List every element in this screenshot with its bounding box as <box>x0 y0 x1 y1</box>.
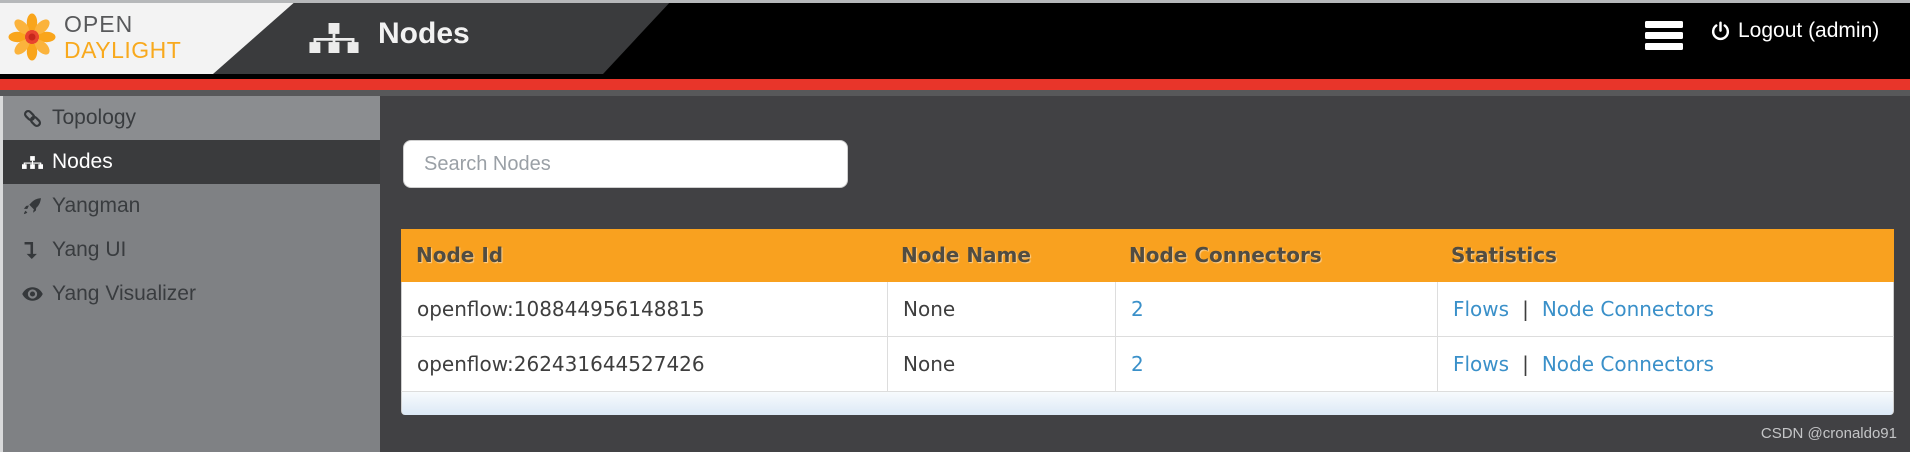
sidebar-item-label: Yangman <box>52 194 141 217</box>
table-row: openflow:262431644527426 None 2 Flows | … <box>401 337 1894 392</box>
rocket-icon <box>22 196 43 217</box>
cell-node-id: openflow:262431644527426 <box>417 352 705 376</box>
table-header-row: Node Id Node Name Node Connectors Statis… <box>401 229 1894 282</box>
page-title: Nodes <box>378 17 470 50</box>
sidebar-nav: Topology Nodes <box>0 96 380 452</box>
red-accent-stripe <box>0 79 1910 90</box>
cell-statistics: Flows | Node Connectors <box>1437 337 1895 391</box>
node-connectors-count-link[interactable]: 2 <box>1131 297 1144 321</box>
opendaylight-logo-text: OPEN DAYLIGHT <box>64 13 181 62</box>
cell-statistics: Flows | Node Connectors <box>1437 282 1895 336</box>
cell-node-name: None <box>887 282 1115 336</box>
column-header-node-connectors: Node Connectors <box>1129 243 1322 267</box>
sidebar-item-yang-ui[interactable]: Yang UI <box>0 228 380 272</box>
node-connectors-count-link[interactable]: 2 <box>1131 352 1144 376</box>
column-header-node-name: Node Name <box>901 243 1031 267</box>
search-input[interactable] <box>403 140 848 188</box>
left-edge-strip <box>0 96 3 452</box>
window-top-edge <box>0 0 1910 3</box>
level-down-icon <box>22 240 43 261</box>
sidebar-item-topology[interactable]: Topology <box>0 96 380 140</box>
header-shadow-strip <box>0 90 1910 96</box>
nodes-table: Node Id Node Name Node Connectors Statis… <box>401 229 1894 415</box>
logo-daylight-label: DAYLIGHT <box>64 37 182 63</box>
column-header-node-id: Node Id <box>416 243 504 267</box>
statistics-separator: | <box>1522 352 1529 376</box>
table-footer-band <box>401 392 1894 415</box>
sidebar-item-label: Yang UI <box>52 238 127 261</box>
sidebar-item-yang-visualizer[interactable]: Yang Visualizer <box>0 272 380 316</box>
sitemap-icon <box>309 23 359 53</box>
watermark-text: CSDN @cronaldo91 <box>1760 425 1897 442</box>
logout-button[interactable]: Logout (admin) <box>1710 19 1879 43</box>
hamburger-icon <box>1645 21 1683 28</box>
flows-link[interactable]: Flows <box>1453 297 1510 321</box>
cell-node-name: None <box>887 337 1115 391</box>
power-icon <box>1711 21 1730 40</box>
flows-link[interactable]: Flows <box>1453 352 1510 376</box>
column-header-statistics: Statistics <box>1451 243 1557 267</box>
logo-open-label: OPEN <box>64 11 134 37</box>
top-header: OPEN DAYLIGHT Nodes Logout (a <box>0 0 1910 79</box>
sidebar-item-label: Nodes <box>52 150 113 173</box>
sidebar-item-yangman[interactable]: Yangman <box>0 184 380 228</box>
link-icon <box>22 108 43 129</box>
sidebar-item-label: Topology <box>52 106 137 129</box>
opendaylight-logo-icon <box>8 13 56 61</box>
logout-label: Logout (admin) <box>1738 19 1880 42</box>
node-connectors-link[interactable]: Node Connectors <box>1541 297 1714 321</box>
sidebar-item-nodes[interactable]: Nodes <box>0 140 380 184</box>
sidebar-item-label: Yang Visualizer <box>52 282 196 305</box>
header-logo-band: OPEN DAYLIGHT <box>0 0 297 74</box>
menu-toggle-button[interactable] <box>1645 21 1683 50</box>
statistics-separator: | <box>1522 297 1529 321</box>
node-connectors-link[interactable]: Node Connectors <box>1541 352 1714 376</box>
sitemap-icon <box>22 152 43 173</box>
table-row: openflow:108844956148815 None 2 Flows | … <box>401 282 1894 337</box>
cell-node-id: openflow:108844956148815 <box>417 297 705 321</box>
eye-icon <box>22 284 43 305</box>
